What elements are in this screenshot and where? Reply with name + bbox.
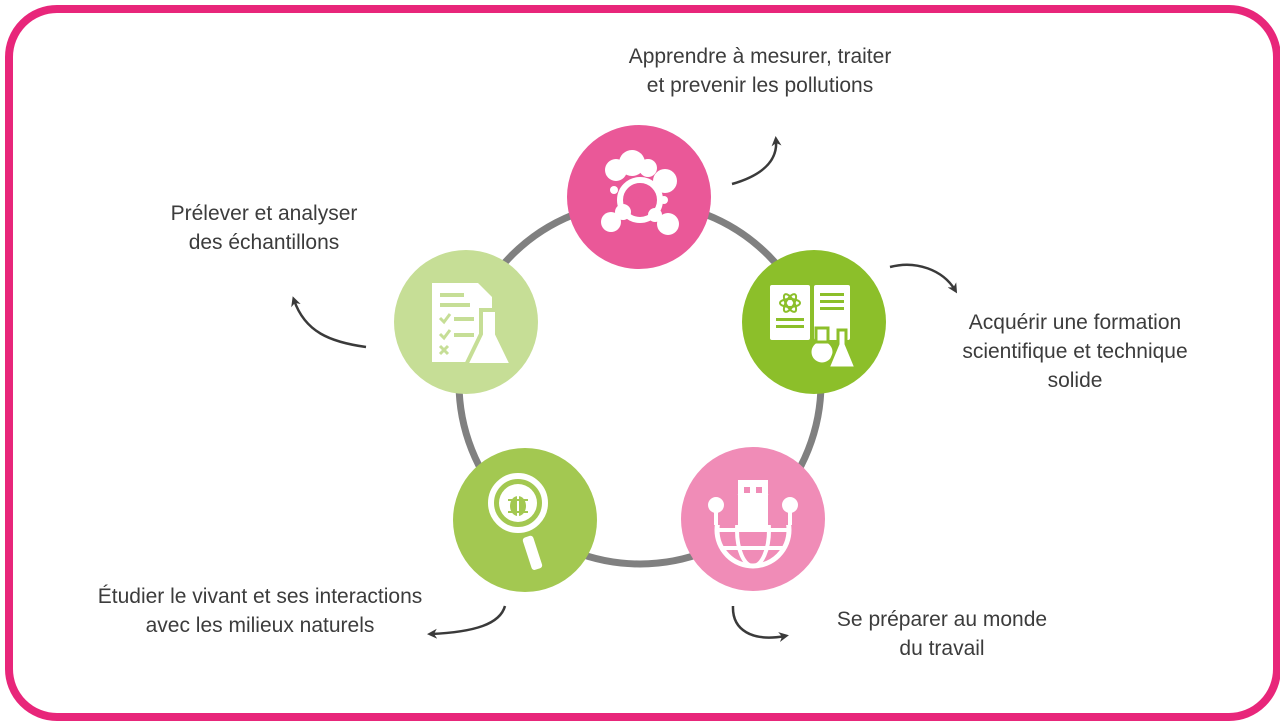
checklist-flask-icon xyxy=(432,283,516,367)
arrow-samples xyxy=(291,296,367,349)
arrow-work xyxy=(731,605,789,642)
node-pollution xyxy=(567,125,711,269)
label-work: Se préparer au monde du travail xyxy=(836,608,1048,660)
arrow-living xyxy=(427,605,507,639)
label-science: Acquérir une formation scientifique et t… xyxy=(962,311,1188,392)
globe-city-icon xyxy=(708,480,798,569)
science-book-flask-icon xyxy=(770,285,859,370)
magnifier-bug-icon xyxy=(488,473,548,570)
label-pollution: Apprendre à mesurer, traiter et prevenir… xyxy=(628,45,892,97)
node-science xyxy=(742,250,886,394)
node-living xyxy=(453,448,597,592)
arrow-science xyxy=(889,263,958,294)
label-living: Étudier le vivant et ses interactions av… xyxy=(97,585,423,637)
page-frame xyxy=(5,5,1280,721)
pollution-molecule-icon xyxy=(601,150,679,235)
arrow-pollution xyxy=(731,136,782,186)
label-samples: Prélever et analyser des échantillons xyxy=(170,202,358,254)
node-work xyxy=(681,447,825,591)
node-samples xyxy=(394,250,538,394)
